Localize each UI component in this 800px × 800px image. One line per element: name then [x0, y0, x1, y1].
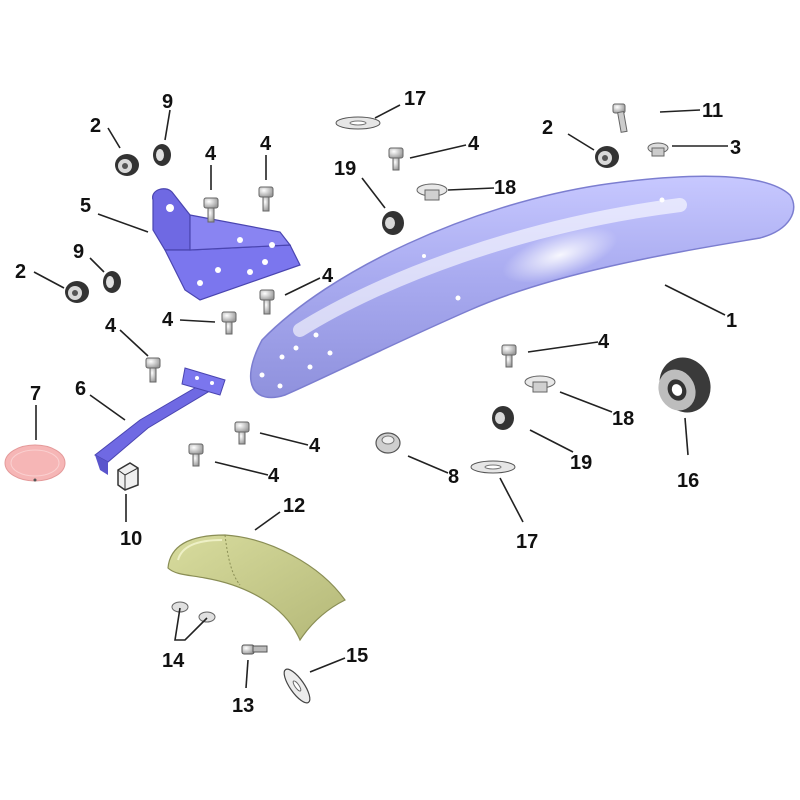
- callout-labels: 1 2 2 2 3 4 4 4 4 4 4 4 4 4 5 6 7 8 9 9 …: [15, 88, 741, 717]
- callout-11: 11: [702, 100, 723, 122]
- washer-15-part: [283, 668, 311, 704]
- callout-4: 4: [309, 435, 321, 457]
- callout-4: 4: [205, 143, 217, 165]
- spacer-part: [492, 406, 514, 430]
- flange-nut-part: [647, 142, 669, 157]
- callout-10: 10: [120, 528, 142, 550]
- grommet-part: [416, 183, 448, 201]
- callout-4: 4: [105, 315, 117, 337]
- callout-4: 4: [260, 133, 272, 155]
- roller-part: [658, 357, 711, 413]
- flat-washer-part: [335, 116, 381, 130]
- bolt-part: [145, 147, 517, 467]
- callout-3: 3: [730, 137, 741, 159]
- callout-4: 4: [468, 133, 480, 155]
- callout-2: 2: [90, 115, 101, 137]
- callout-19: 19: [334, 158, 356, 180]
- washer-part: [153, 144, 171, 166]
- fender-stay-part: [94, 367, 226, 475]
- callout-4: 4: [322, 265, 334, 287]
- flat-washer-part: [470, 460, 516, 474]
- mudflap-part: [167, 534, 346, 642]
- callout-4: 4: [268, 465, 280, 487]
- callout-8: 8: [448, 466, 459, 488]
- callout-18: 18: [612, 408, 634, 430]
- callout-4: 4: [162, 309, 174, 331]
- callout-9: 9: [162, 91, 173, 113]
- washer-part: [103, 271, 121, 293]
- grommet-part: [524, 375, 556, 393]
- cap-nut-part: [375, 432, 401, 454]
- callout-13: 13: [232, 695, 254, 717]
- callout-4: 4: [598, 331, 610, 353]
- leader-lines: [33, 104, 728, 689]
- callout-12: 12: [283, 495, 305, 517]
- nut-part: [65, 281, 89, 303]
- callout-1: 1: [726, 310, 737, 332]
- callout-6: 6: [75, 378, 86, 400]
- callout-18: 18: [494, 177, 516, 199]
- callout-19: 19: [570, 452, 592, 474]
- callout-9: 9: [73, 241, 84, 263]
- small-screw-part: [241, 644, 268, 655]
- nut-part: [595, 146, 619, 168]
- rivet-part: [171, 601, 216, 623]
- callout-7: 7: [30, 383, 41, 405]
- fork-bracket-part: [152, 188, 301, 301]
- callout-17: 17: [404, 88, 426, 110]
- callout-17: 17: [516, 531, 538, 553]
- clip-part: [117, 462, 139, 491]
- callout-15: 15: [346, 645, 368, 667]
- fender-part: [249, 175, 795, 399]
- callout-14: 14: [162, 650, 185, 672]
- reflector-part: [4, 444, 66, 482]
- callout-2: 2: [542, 117, 553, 139]
- callout-2: 2: [15, 261, 26, 283]
- callout-16: 16: [677, 470, 699, 492]
- spacer-part: [382, 211, 404, 235]
- nut-part: [115, 154, 139, 176]
- callout-5: 5: [80, 195, 91, 217]
- screw-part: [612, 103, 628, 133]
